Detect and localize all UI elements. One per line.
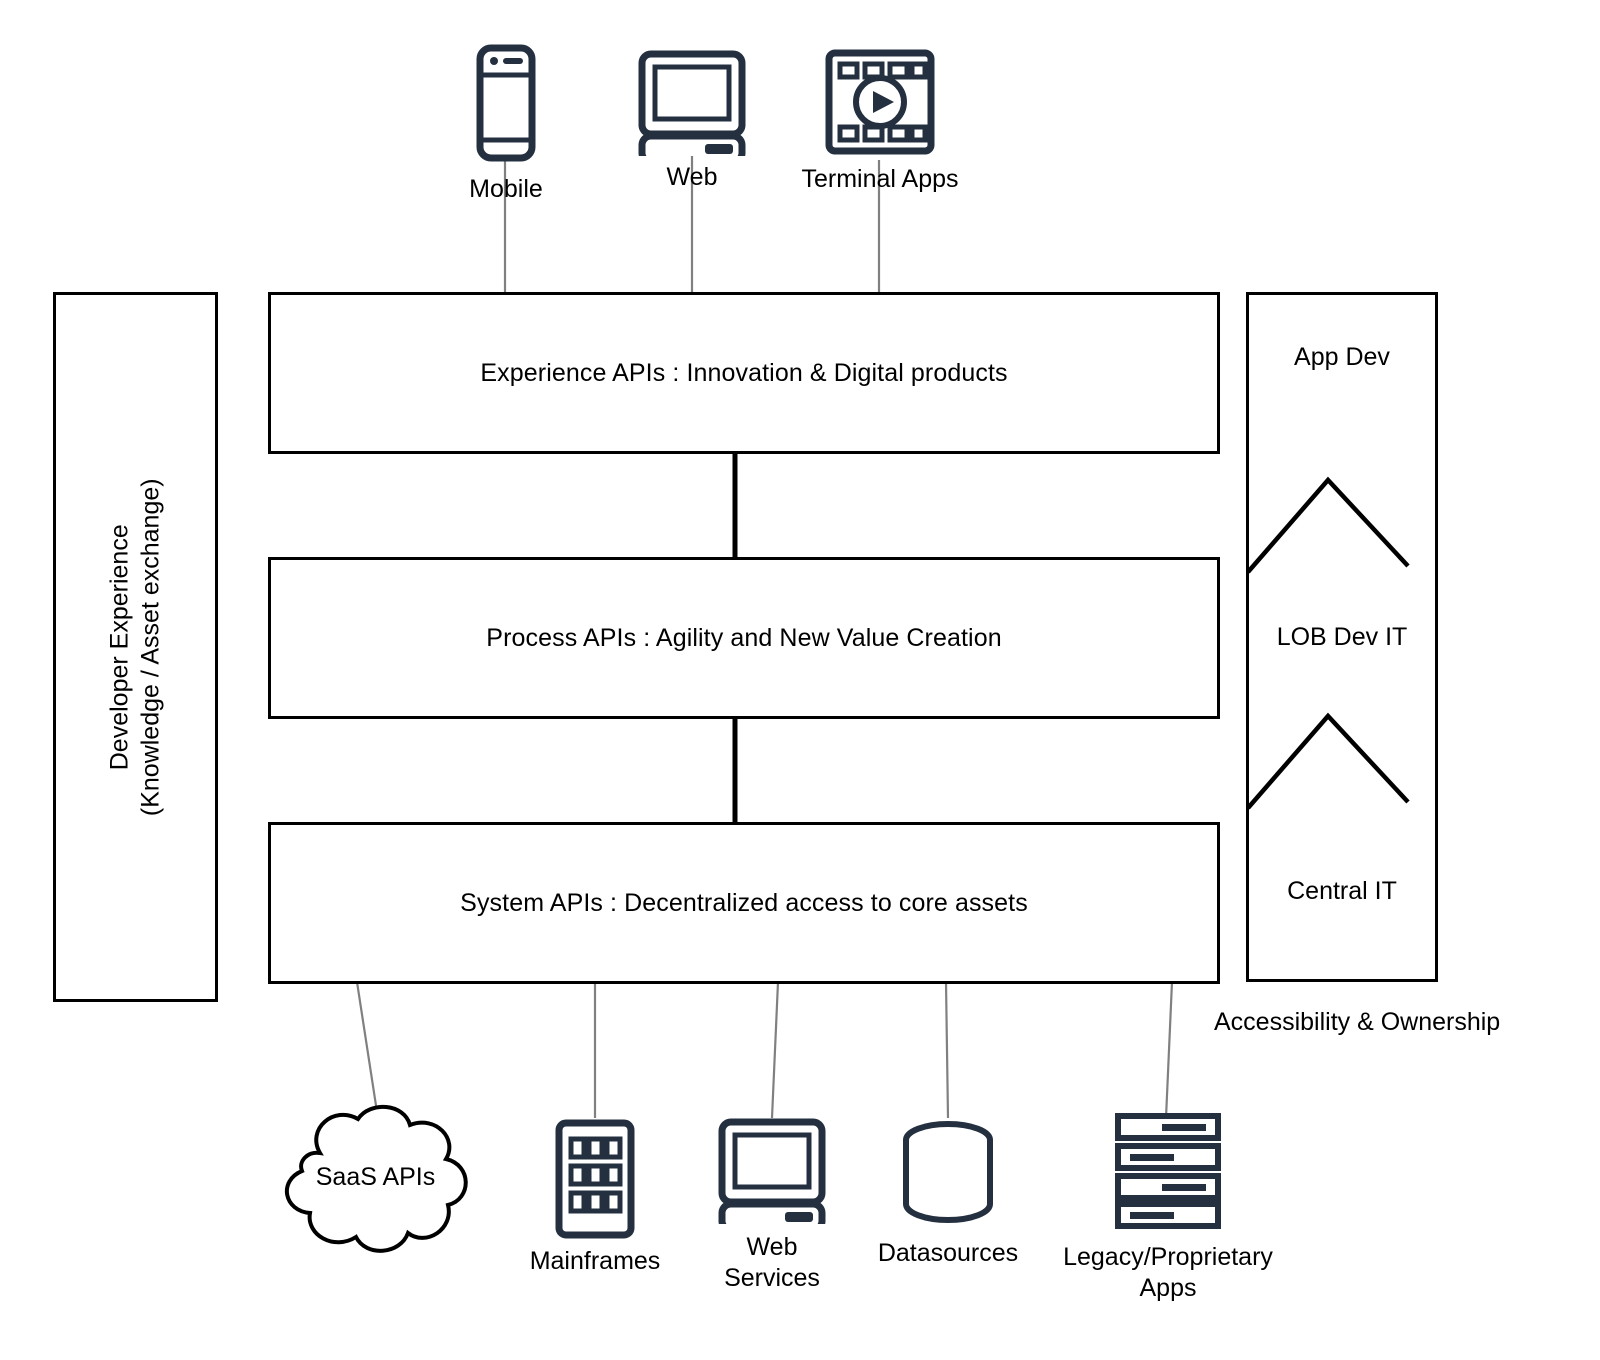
layer-box-system[interactable]: System APIs : Decentralized access to co… bbox=[268, 822, 1220, 984]
connector-legacy bbox=[1164, 981, 1174, 1119]
layer-box-process[interactable]: Process APIs : Agility and New Value Cre… bbox=[268, 557, 1220, 719]
ownership-caption: Accessibility & Ownership bbox=[1214, 1008, 1501, 1036]
desktop-computer-icon bbox=[638, 50, 746, 156]
connector-datasources bbox=[944, 981, 950, 1119]
desktop-computer-icon bbox=[718, 1118, 826, 1224]
layer-label-system: System APIs : Decentralized access to co… bbox=[460, 888, 1028, 917]
ownership-tier-lob-dev-it: LOB Dev IT bbox=[1276, 623, 1408, 651]
consumer-node-web[interactable]: Web bbox=[630, 50, 754, 193]
layer-box-experience[interactable]: Experience APIs : Innovation & Digital p… bbox=[268, 292, 1220, 454]
system-node-web-services[interactable]: Web Services bbox=[700, 1118, 844, 1295]
consumer-label-terminal: Terminal Apps bbox=[801, 165, 959, 193]
ownership-panel: App Dev LOB Dev IT Central IT bbox=[1246, 292, 1438, 982]
system-node-mainframes[interactable]: Mainframes bbox=[530, 1118, 660, 1277]
layer-label-experience: Experience APIs : Innovation & Digital p… bbox=[480, 358, 1008, 387]
developer-experience-line1: Developer Experience bbox=[105, 524, 134, 770]
server-stack-icon bbox=[1115, 1113, 1221, 1229]
chevron-app-dev-to-lob bbox=[1246, 476, 1410, 574]
system-node-saas[interactable]: SaaS APIs bbox=[258, 1095, 493, 1260]
consumer-node-terminal[interactable]: Terminal Apps bbox=[790, 48, 970, 195]
layer-label-process: Process APIs : Agility and New Value Cre… bbox=[486, 623, 1002, 652]
developer-experience-line2: (Knowledge / Asset exchange) bbox=[136, 478, 165, 816]
consumer-node-mobile[interactable]: Mobile bbox=[452, 44, 560, 205]
system-node-datasources[interactable]: Datasources bbox=[876, 1118, 1020, 1269]
consumer-label-mobile: Mobile bbox=[469, 175, 543, 203]
system-label-saas: SaaS APIs bbox=[315, 1163, 436, 1191]
consumer-label-web: Web bbox=[666, 163, 718, 191]
mobile-phone-icon bbox=[476, 44, 536, 162]
media-play-frame-icon bbox=[825, 49, 935, 155]
ownership-tier-central-it: Central IT bbox=[1287, 877, 1397, 905]
system-label-legacy: Legacy/Proprietary Apps bbox=[1063, 1243, 1273, 1303]
developer-experience-panel: Developer Experience (Knowledge / Asset … bbox=[53, 292, 218, 1002]
chevron-lob-to-central bbox=[1246, 712, 1410, 810]
mainframe-building-icon bbox=[555, 1119, 635, 1239]
connector-web-services bbox=[770, 981, 780, 1119]
developer-experience-label-wrap: Developer Experience (Knowledge / Asset … bbox=[56, 295, 215, 999]
system-node-legacy[interactable]: Legacy/Proprietary Apps bbox=[1062, 1112, 1274, 1305]
ownership-tier-app-dev: App Dev bbox=[1294, 343, 1390, 371]
connector-saas bbox=[355, 981, 379, 1113]
cloud-icon bbox=[284, 1104, 468, 1253]
system-label-web-services: Web Services bbox=[724, 1233, 820, 1293]
system-label-datasources: Datasources bbox=[877, 1239, 1019, 1267]
system-label-mainframes: Mainframes bbox=[529, 1247, 661, 1275]
database-cylinder-icon bbox=[903, 1121, 993, 1223]
